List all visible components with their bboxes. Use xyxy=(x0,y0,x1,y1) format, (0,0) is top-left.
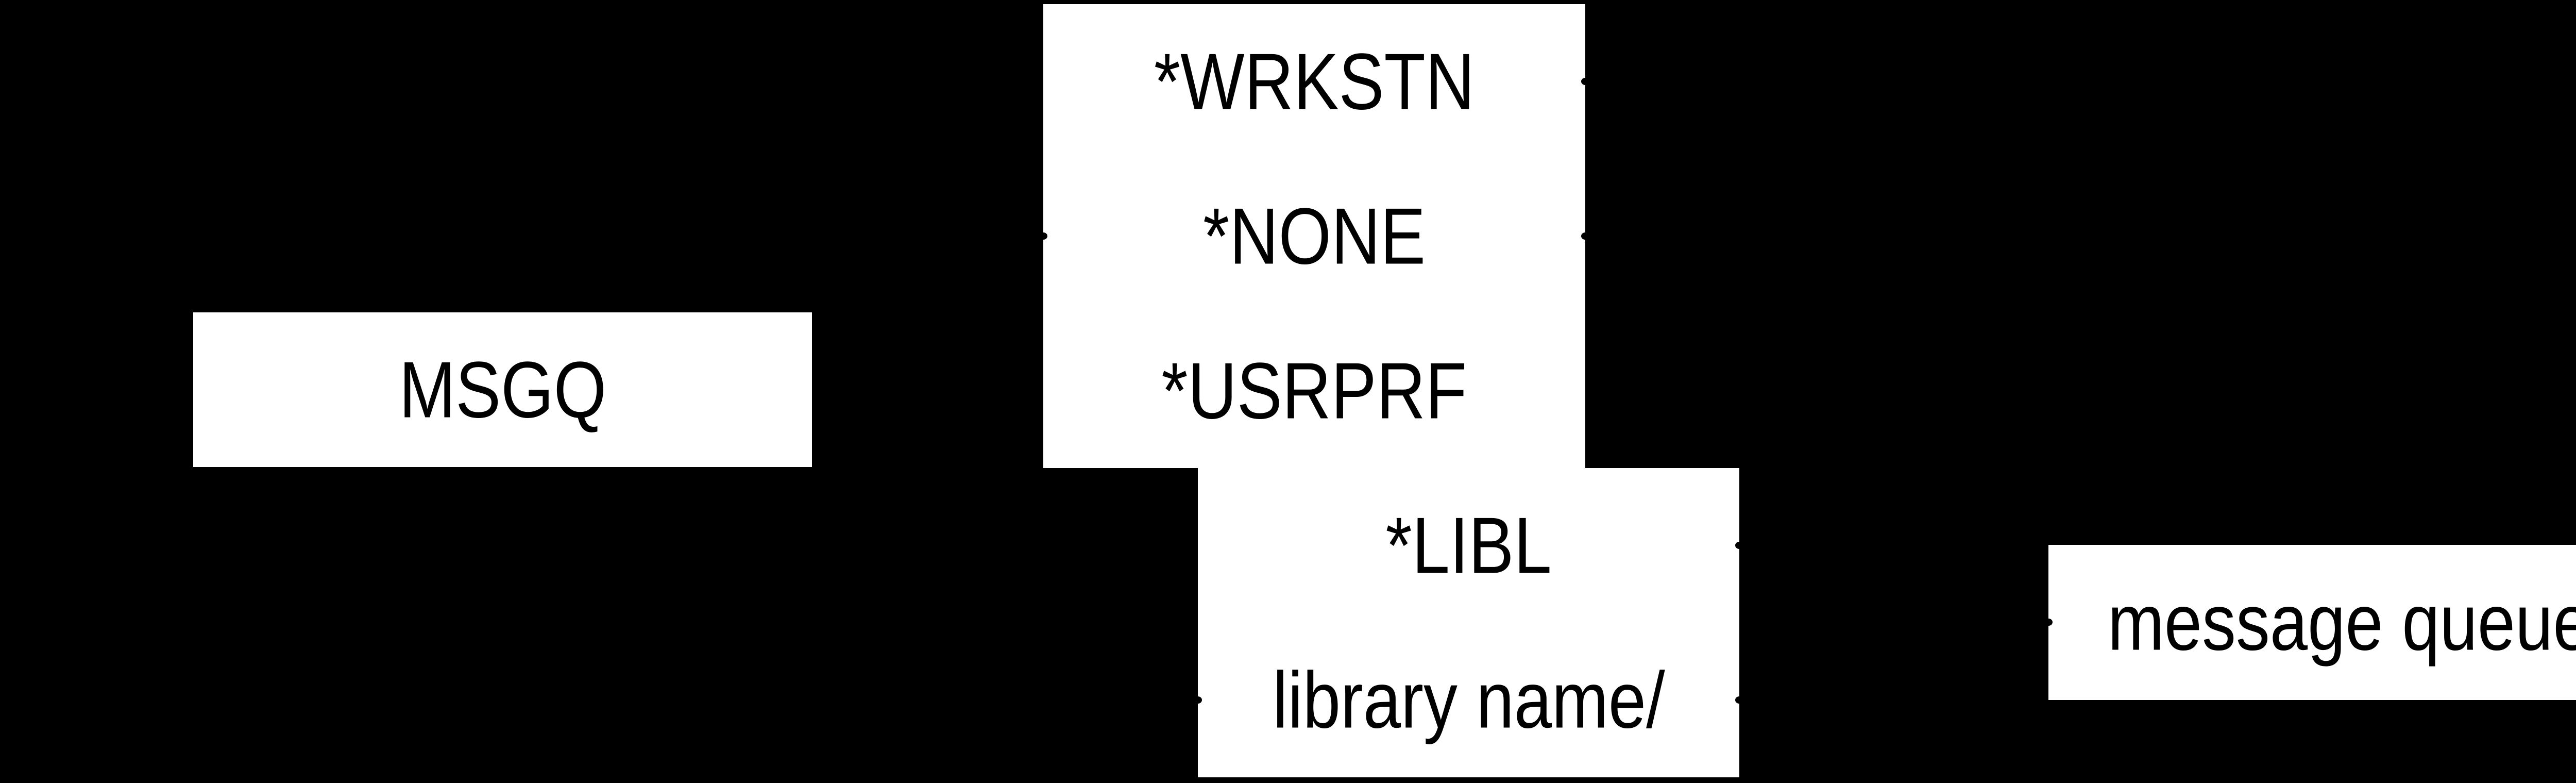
option-none: *NONE xyxy=(1203,191,1426,281)
parameter-box: MSGQ xyxy=(193,312,812,467)
connector-tick xyxy=(1194,696,1202,704)
connector-tick xyxy=(1735,542,1743,549)
connector-tick xyxy=(1735,696,1743,704)
option-libl: *LIBL xyxy=(1385,501,1552,590)
option-usrprf: *USRPRF xyxy=(1161,346,1467,436)
option-wrkstn: *WRKSTN xyxy=(1154,37,1475,126)
option-library-name: library name/ xyxy=(1272,655,1665,745)
connector-tick xyxy=(1581,232,1589,240)
connector-tick xyxy=(2044,619,2053,626)
connector-tick xyxy=(1039,232,1047,240)
qualifier-box: *LIBL library name/ xyxy=(1198,468,1739,777)
connector-tick xyxy=(1581,78,1589,85)
parameter-label: MSGQ xyxy=(399,345,606,435)
value-box: message queue name xyxy=(2048,545,2576,700)
choice-box: *WRKSTN *NONE *USRPRF xyxy=(1043,4,1585,468)
value-label: message queue name xyxy=(2108,577,2576,667)
